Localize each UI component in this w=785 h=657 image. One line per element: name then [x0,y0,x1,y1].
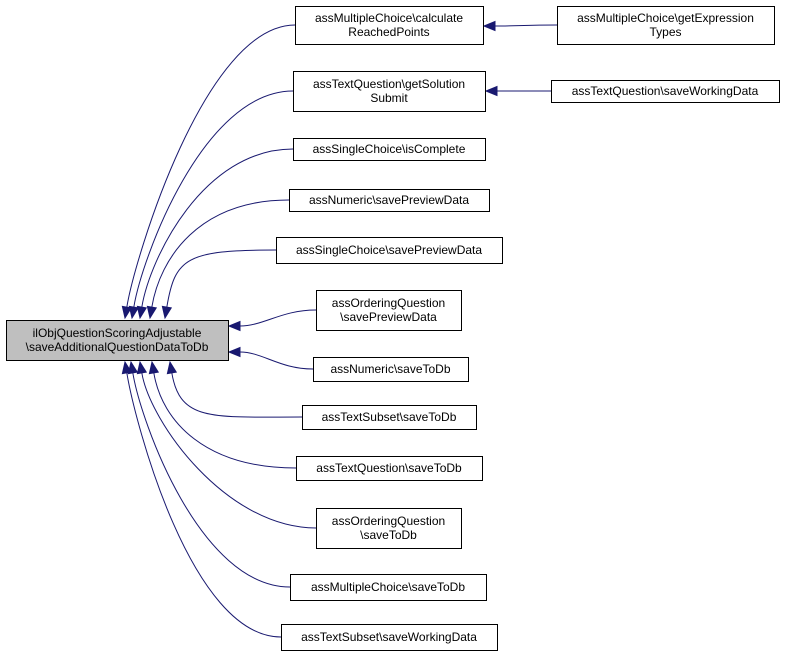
node-label: assOrderingQuestion [332,514,445,528]
edge-n14-to-root [121,360,282,638]
node-box [6,320,229,361]
node-box [295,6,484,45]
node-label: assNumeric\saveToDb [330,362,450,376]
edge-line [132,372,291,588]
arrowhead-icon [121,360,133,375]
caller-node[interactable]: assNumeric\savePreviewData [289,189,490,212]
edge-line [126,372,282,638]
edge-line [239,309,317,327]
edge-line [133,90,294,308]
node-label: \savePreviewData [340,310,437,324]
caller-node[interactable]: assSingleChoice\isComplete [293,138,486,161]
node-label: \saveToDb [360,528,417,542]
node-label: assOrderingQuestion [332,296,445,310]
edge-n7-to-root [161,249,277,320]
arrowhead-icon [128,305,140,320]
edge-n6-to-root [146,199,290,320]
node-box [293,138,486,161]
arrowhead-icon [146,305,158,320]
node-box [557,6,775,45]
edge-line [141,372,317,529]
edge-line [239,351,314,370]
node-label: ReachedPoints [348,25,429,39]
node-box [296,456,483,481]
node-layer: ilObjQuestionScoringAdjustable\saveAddit… [6,6,780,651]
edge-line [166,249,277,308]
node-box [293,71,486,112]
caller-node[interactable]: assTextSubset\saveToDb [302,405,477,430]
arrowhead-icon [227,320,241,332]
edge-n13-to-root [127,360,291,588]
node-label: assTextQuestion\saveWorkingData [572,84,759,98]
edge-n11-to-root [148,360,297,469]
node-box [302,405,477,430]
caller-node[interactable]: assTextQuestion\saveToDb [296,456,483,481]
node-label: assMultipleChoice\getExpression [577,11,754,25]
node-label: assSingleChoice\isComplete [313,142,466,156]
arrowhead-icon [121,305,133,320]
arrowhead-icon [136,360,148,375]
node-label: ilObjQuestionScoringAdjustable [33,326,202,340]
caller-node[interactable]: assSingleChoice\savePreviewData [276,237,503,264]
node-label: Submit [370,91,408,105]
node-box [551,80,780,103]
caller-node[interactable]: assNumeric\saveToDb [313,357,469,382]
edge-line [171,372,303,418]
arrowhead-icon [148,360,160,375]
caller-node[interactable]: assTextSubset\saveWorkingData [281,624,498,651]
node-label: assMultipleChoice\calculate [315,11,463,25]
node-box [313,357,469,382]
caller-node[interactable]: assOrderingQuestion\savePreviewData [316,290,462,331]
node-label: \saveAdditionalQuestionDataToDb [26,340,209,354]
node-label: assSingleChoice\savePreviewData [296,243,482,257]
node-label: Types [649,25,681,39]
edge-n8-to-root [227,309,317,332]
edge-line [151,199,290,308]
caller-node[interactable]: assTextQuestion\saveWorkingData [551,80,780,103]
edge-n9-to-root [227,346,314,370]
arrowhead-icon [136,305,148,320]
node-box [290,574,487,601]
node-box [316,508,462,549]
edge-n3-to-root [128,90,294,320]
node-box [316,290,462,331]
node-label: assTextQuestion\getSolution [313,77,465,91]
node-label: assTextSubset\saveToDb [322,410,457,424]
edge-n12-to-root [136,360,317,529]
node-box [276,237,503,264]
edge-n2-to-n1 [482,20,558,32]
caller-node[interactable]: assMultipleChoice\saveToDb [290,574,487,601]
arrowhead-icon [484,85,498,97]
arrowhead-icon [166,360,178,375]
node-label: assMultipleChoice\saveToDb [311,580,465,594]
arrowhead-icon [161,305,173,320]
edge-n1-to-root [121,24,296,320]
node-box [281,624,498,651]
caller-node[interactable]: assOrderingQuestion\saveToDb [316,508,462,549]
node-box [289,189,490,212]
node-label: assTextSubset\saveWorkingData [301,630,477,644]
arrowhead-icon [227,346,241,358]
edge-line [141,148,294,308]
node-label: assTextQuestion\saveToDb [316,461,462,475]
edge-n5-to-root [136,148,294,320]
root-node[interactable]: ilObjQuestionScoringAdjustable\saveAddit… [6,320,229,361]
node-label: assNumeric\savePreviewData [309,193,469,207]
edge-line [126,24,296,308]
edge-line [153,372,297,469]
edge-n4-to-n3 [484,85,551,97]
edge-line [494,24,558,27]
arrowhead-icon [482,20,496,32]
edge-n10-to-root [166,360,303,418]
edge-layer [121,20,558,638]
